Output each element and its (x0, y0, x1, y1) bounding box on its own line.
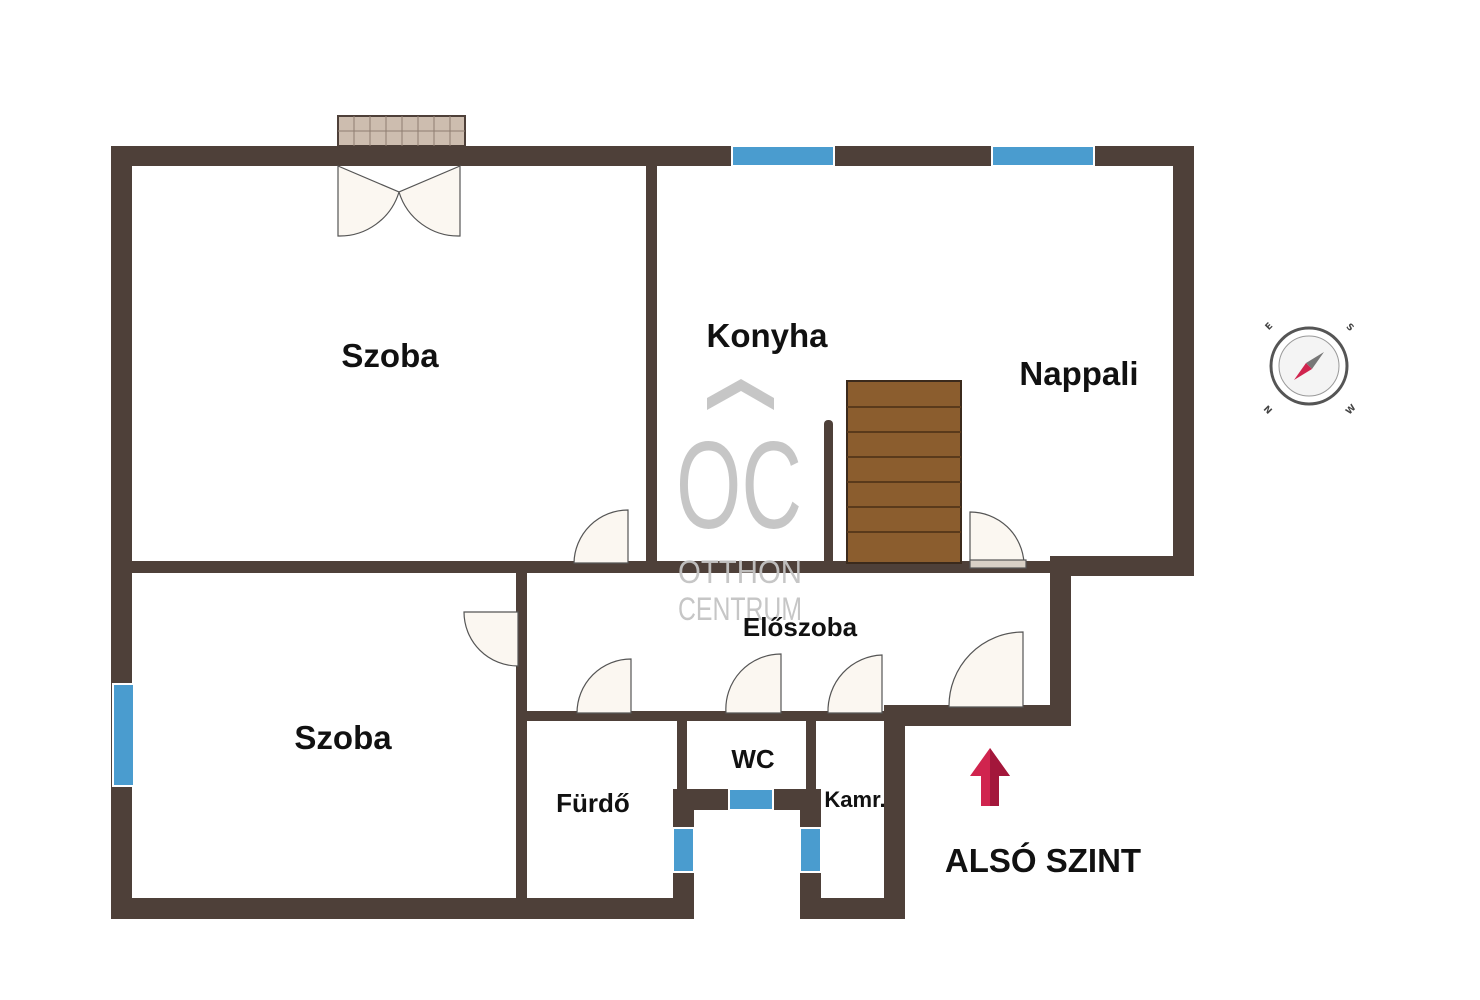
compass-icon: E S W N (1261, 321, 1359, 417)
door-wc (725, 653, 782, 714)
door-szoba-lower (463, 611, 519, 667)
compass-letter-e: E (1264, 321, 1275, 332)
room-label-kamra: Kamr. (824, 787, 885, 812)
door-kamra (827, 654, 883, 714)
watermark-roof-icon (707, 379, 774, 410)
watermark-line1: OTTHON (678, 554, 802, 590)
wall-kamra-right (884, 705, 905, 919)
window-top-1 (731, 145, 835, 167)
door-entrance (948, 631, 1024, 708)
balcony-grille (337, 115, 466, 147)
compass-letter-s: S (1344, 322, 1356, 334)
door-nappali (969, 511, 1025, 564)
wall-left (111, 146, 132, 919)
window-wc (728, 788, 774, 811)
wall-szoba-konyha (646, 146, 657, 573)
door-balcony-right (398, 165, 461, 237)
room-label-eloszoba: Előszoba (743, 612, 858, 642)
watermark-logo: OC (676, 417, 802, 555)
wall-bottom-left (111, 898, 694, 919)
window-furdo (672, 827, 695, 873)
wall-right-upper (1173, 146, 1194, 576)
doors (337, 165, 1027, 714)
door-balcony-left (337, 165, 400, 237)
entrance-arrow-icon (970, 748, 1010, 806)
room-label-szoba-upper: Szoba (341, 337, 439, 374)
watermark-line2: CENTRUM (678, 591, 802, 627)
stairs (846, 380, 962, 564)
window-left (112, 683, 135, 787)
door-szoba-upper (573, 509, 629, 564)
wall-wc-left (677, 711, 687, 801)
wall-step-right (1050, 556, 1071, 726)
walls (111, 146, 1194, 919)
wall-szoba-hall (516, 561, 527, 919)
compass-letter-n: N (1261, 404, 1273, 416)
wall-hall-bottom (516, 711, 896, 721)
wall-nappali-bottom (1050, 556, 1194, 576)
wall-wc-right (806, 711, 816, 801)
window-top-2 (991, 145, 1095, 167)
level-label: ALSÓ SZINT (945, 842, 1141, 879)
room-label-furdo: Fürdő (556, 788, 630, 818)
windows (112, 145, 1095, 873)
stair-rail (824, 420, 833, 565)
room-labels: Szoba Konyha Nappali Előszoba Szoba Fürd… (294, 317, 1141, 879)
window-kamra (799, 827, 822, 873)
otthon-centrum-watermark: OC OTTHON CENTRUM (676, 379, 802, 627)
room-label-nappali: Nappali (1019, 355, 1138, 392)
wall-hall-bottom-right (884, 705, 1071, 726)
room-label-konyha: Konyha (706, 317, 828, 354)
compass-letter-w: W (1344, 403, 1358, 417)
room-label-szoba-lower: Szoba (294, 719, 392, 756)
room-label-wc: WC (731, 744, 775, 774)
wall-kamra-bottom (800, 898, 905, 919)
door-furdo (576, 658, 632, 714)
